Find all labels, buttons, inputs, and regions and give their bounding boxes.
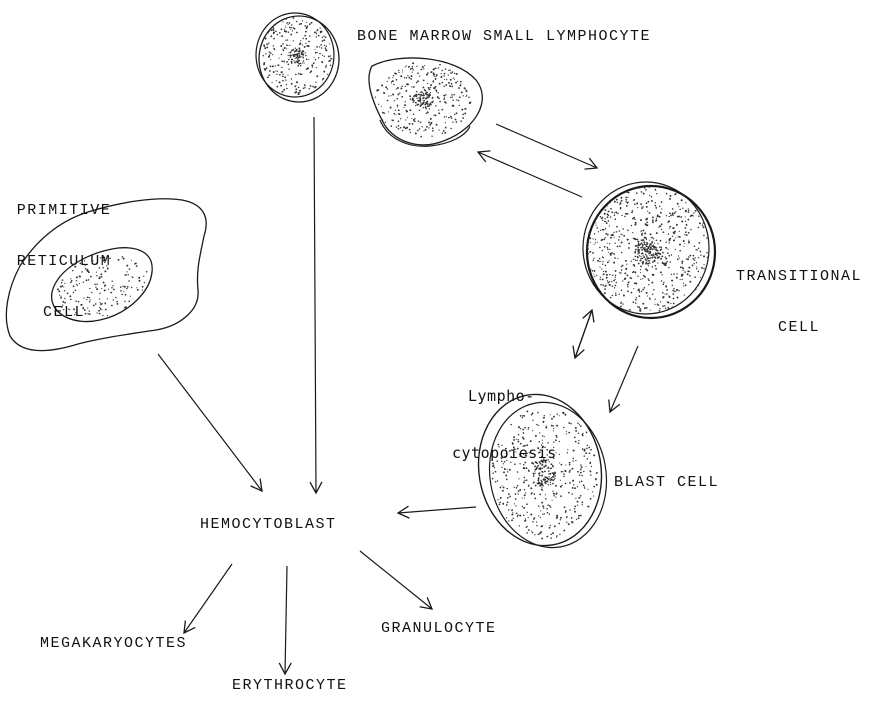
- label-megakaryocytes: MEGAKARYOCYTES: [40, 635, 187, 652]
- label-primitive-line-2: RETICULUM: [4, 253, 124, 270]
- arrow-to-erythrocyte: [285, 566, 287, 674]
- label-primitive-line-1: PRIMITIVE: [4, 202, 124, 219]
- arrow-primitive-to-hemocytoblast: [158, 354, 262, 491]
- arrow-transitional-to-blast: [610, 346, 638, 412]
- label-erythrocyte: ERYTHROCYTE: [232, 677, 348, 694]
- transitional-cell: [583, 182, 715, 318]
- label-primitive-reticulum-cell: PRIMITIVE RETICULUM CELL: [4, 168, 124, 338]
- arrows: [158, 117, 638, 674]
- label-blast-cell: BLAST CELL: [614, 474, 719, 491]
- label-lympho-line-2: cytopoiesis: [452, 444, 557, 463]
- bone-marrow-lymphocyte-cell-second: [369, 58, 482, 146]
- stipple-texture: [263, 17, 333, 95]
- label-primitive-line-3: CELL: [4, 304, 124, 321]
- label-transitional-line-1: TRANSITIONAL: [724, 268, 874, 285]
- label-bone-marrow-small-lymphocyte: BONE MARROW SMALL LYMPHOCYTE: [357, 28, 651, 45]
- stipple-texture: [375, 62, 472, 137]
- label-lymphocytopoiesis: Lympho- cytopoiesis: [452, 349, 557, 482]
- label-lympho-line-1: Lympho-: [452, 387, 557, 406]
- label-transitional-cell: TRANSITIONAL CELL: [724, 234, 874, 353]
- label-transitional-line-2: CELL: [724, 319, 874, 336]
- arrow-lymphocyte-to-transitional: [496, 124, 597, 168]
- label-hemocytoblast: HEMOCYTOBLAST: [200, 516, 337, 533]
- arrow-lymphocyte-to-hemocytoblast: [314, 117, 316, 493]
- bone-marrow-lymphocyte-cell-top: [256, 13, 339, 102]
- arrow-to-granulocyte: [360, 551, 432, 609]
- label-granulocyte: GRANULOCYTE: [381, 620, 497, 637]
- arrow-transitional-to-lymphocyte: [478, 152, 582, 197]
- arrow-lymphocytopoiesis-double-end: [575, 310, 592, 358]
- arrow-to-megakaryocytes: [184, 564, 232, 633]
- arrow-blast-to-hemocytoblast: [398, 507, 476, 513]
